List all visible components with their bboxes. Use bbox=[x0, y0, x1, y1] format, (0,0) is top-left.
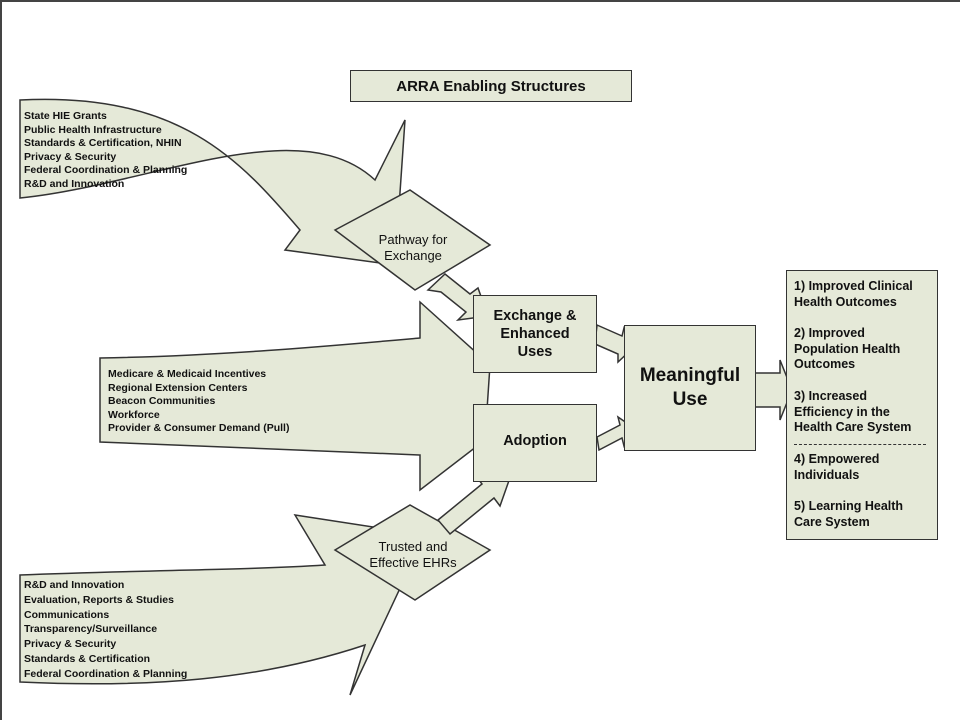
list-item: State HIE Grants bbox=[24, 110, 107, 122]
list-item: Standards & Certification, NHIN bbox=[24, 137, 182, 149]
outcome-line: Care System bbox=[794, 514, 870, 529]
top-input-list: State HIE Grants Public Health Infrastru… bbox=[24, 110, 187, 191]
diagram-title: ARRA Enabling Structures bbox=[350, 70, 632, 102]
outcome-line: 5) Learning Health bbox=[794, 499, 904, 513]
exchange-line: Enhanced bbox=[500, 326, 570, 342]
outcome-line: Health Outcomes bbox=[794, 294, 897, 309]
bottom-input-arrow bbox=[19, 514, 427, 696]
trusted-label-line: Effective EHRs bbox=[369, 555, 457, 570]
list-item: Evaluation, Reports & Studies bbox=[24, 593, 174, 606]
pathway-label: Pathway for Exchange bbox=[358, 232, 468, 264]
list-item: Regional Extension Centers bbox=[108, 381, 248, 394]
meaningful-use-box: Meaningful Use bbox=[624, 325, 756, 451]
outcomes-list: 5) Learning Health Care System bbox=[794, 499, 903, 530]
outcomes-box bbox=[786, 270, 938, 540]
list-item: Medicare & Medicaid Incentives bbox=[108, 368, 267, 380]
frame-top-line bbox=[0, 0, 960, 2]
outcome-line: Individuals bbox=[794, 467, 860, 482]
pathway-diamond bbox=[333, 189, 492, 291]
list-item: Privacy & Security bbox=[24, 638, 117, 651]
outcome-line: 2) Improved bbox=[794, 326, 865, 340]
list-item: Workforce bbox=[108, 408, 160, 421]
exchange-line: Uses bbox=[517, 344, 553, 360]
exchange-box: Exchange & Enhanced Uses bbox=[473, 295, 597, 373]
outcome-line: Population Health bbox=[794, 341, 901, 356]
outcomes-list: 4) Empowered Individuals bbox=[794, 452, 879, 483]
list-item: Privacy & Security bbox=[24, 150, 117, 163]
outcome-line: 3) Increased bbox=[794, 389, 867, 403]
bottom-input-list: R&D and Innovation Evaluation, Reports &… bbox=[24, 578, 187, 682]
top-input-arrow bbox=[19, 98, 406, 266]
outcome-line: 1) Improved Clinical bbox=[794, 279, 913, 293]
trusted-label-line: Trusted and bbox=[378, 539, 448, 554]
exchange-line: Exchange & bbox=[493, 308, 577, 324]
list-item: Beacon Communities bbox=[108, 395, 216, 407]
middle-input-list: Medicare & Medicaid Incentives Regional … bbox=[108, 368, 289, 436]
pathway-label-line: Pathway for bbox=[378, 232, 448, 247]
outcome-line: 4) Empowered bbox=[794, 452, 880, 466]
meaningful-line: Meaningful bbox=[639, 365, 741, 386]
list-item: R&D and Innovation bbox=[24, 177, 125, 190]
outcomes-list: 3) Increased Efficiency in the Health Ca… bbox=[794, 389, 911, 436]
outcomes-list: 2) Improved Population Health Outcomes bbox=[794, 326, 900, 373]
frame-left-line bbox=[0, 0, 2, 720]
adoption-label: Adoption bbox=[503, 433, 567, 449]
outcomes-list: 1) Improved Clinical Health Outcomes bbox=[794, 279, 913, 310]
list-item: Transparency/Surveillance bbox=[24, 623, 158, 636]
list-item: Communications bbox=[24, 608, 110, 621]
outcome-line: Efficiency in the bbox=[794, 404, 890, 419]
outcomes-divider bbox=[794, 444, 926, 445]
list-item: Standards & Certification bbox=[24, 652, 151, 665]
trusted-to-adoption-arrow bbox=[436, 471, 514, 536]
list-item: R&D and Innovation bbox=[24, 579, 125, 591]
list-item: Federal Coordination & Planning bbox=[24, 667, 188, 680]
meaningful-line: Use bbox=[672, 389, 708, 410]
list-item: Public Health Infrastructure bbox=[24, 123, 162, 136]
outcome-line: Health Care System bbox=[794, 420, 912, 434]
outcome-line: Outcomes bbox=[794, 357, 856, 371]
list-item: Provider & Consumer Demand (Pull) bbox=[108, 422, 290, 434]
trusted-label: Trusted and Effective EHRs bbox=[355, 539, 471, 571]
pathway-label-line: Exchange bbox=[384, 248, 442, 263]
list-item: Federal Coordination & Planning bbox=[24, 164, 188, 176]
adoption-box: Adoption bbox=[473, 404, 597, 482]
